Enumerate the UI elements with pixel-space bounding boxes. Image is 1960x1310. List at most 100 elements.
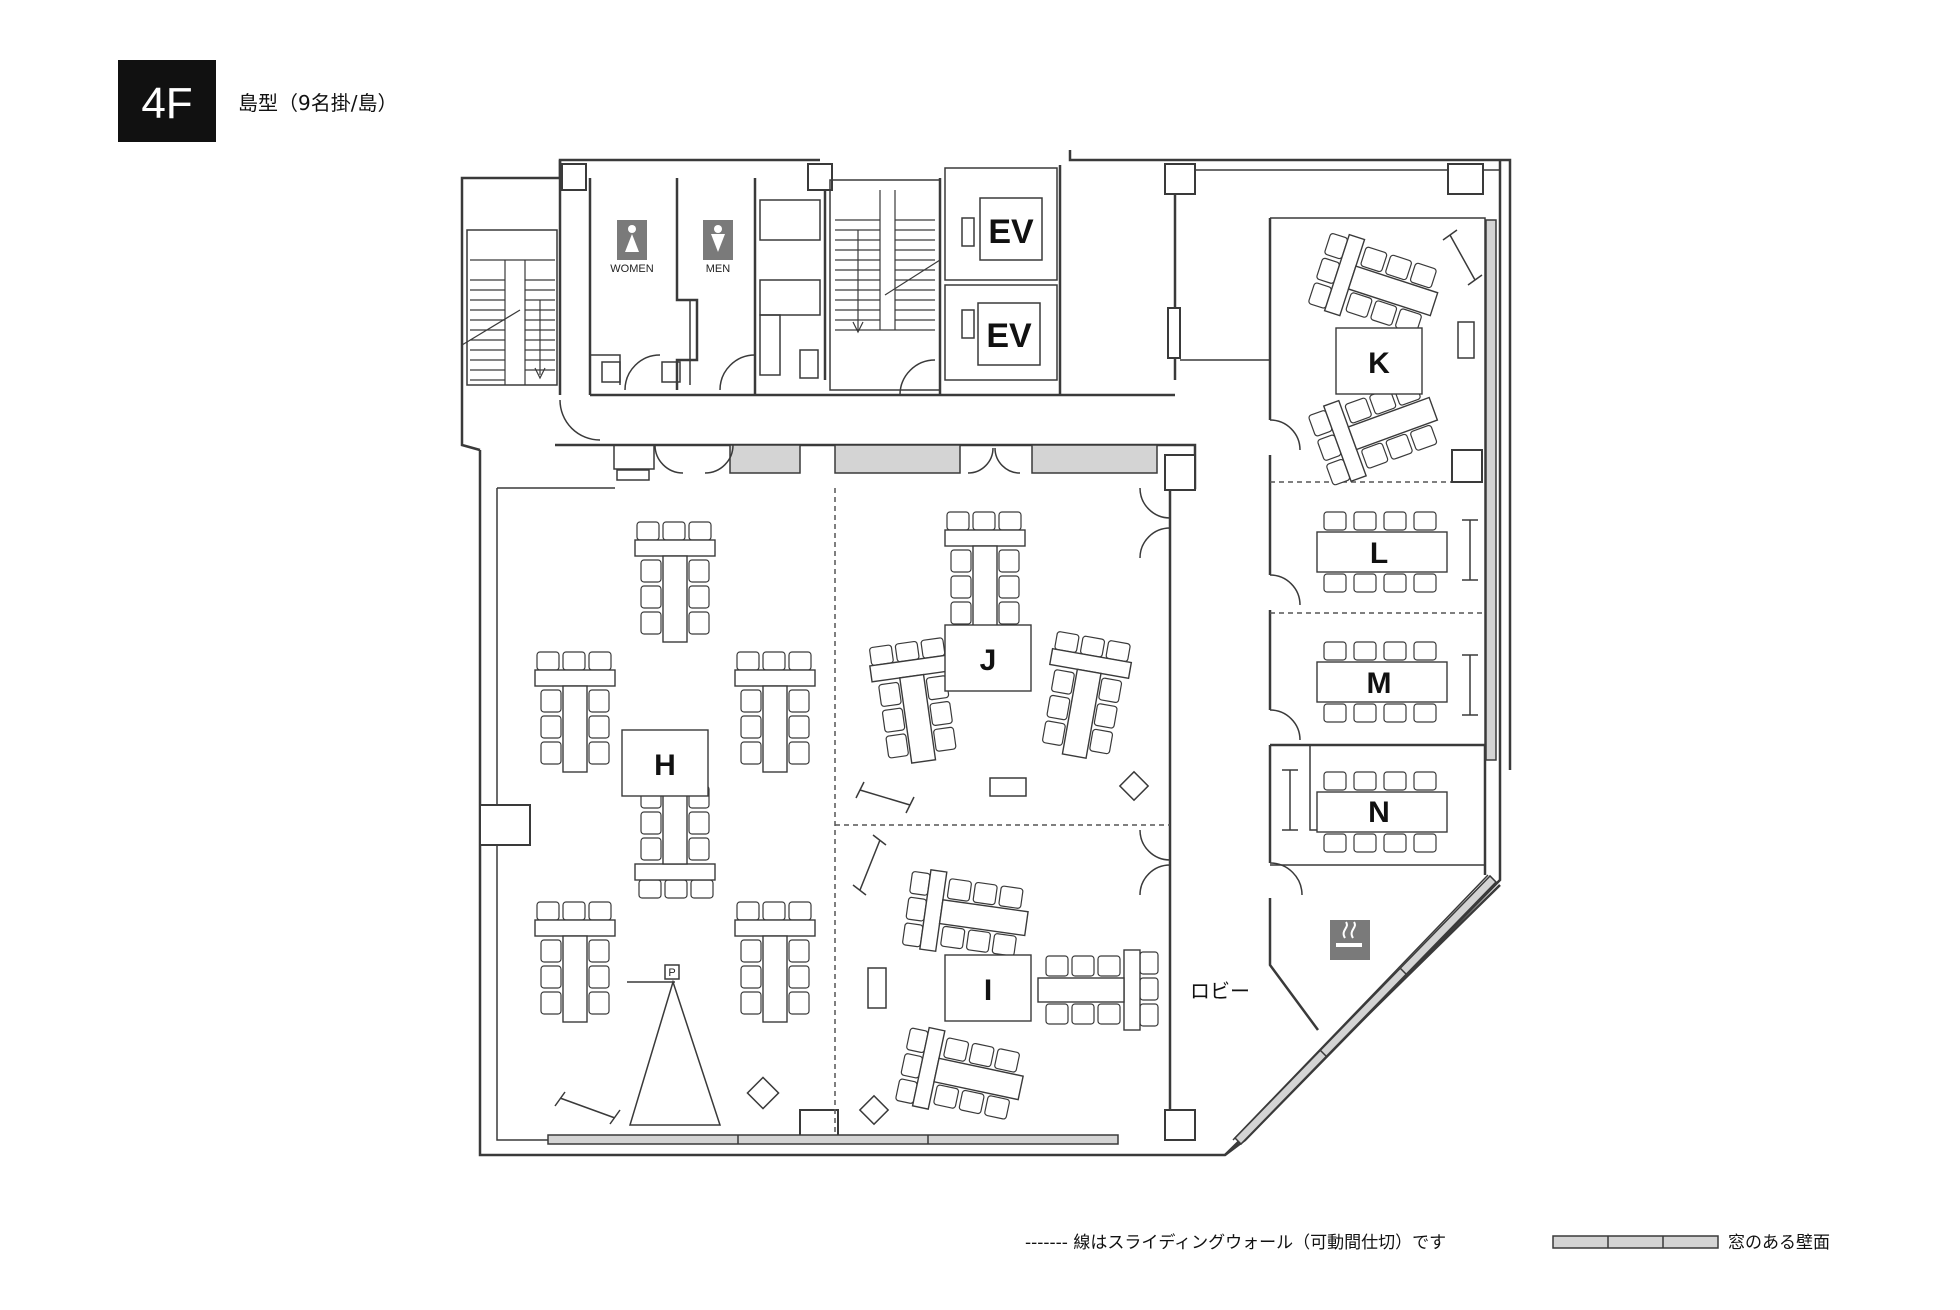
chair bbox=[1051, 669, 1075, 695]
legend: ------- 線はスライディングウォール（可動間仕切）です 窓のある壁面 bbox=[1025, 1232, 1830, 1253]
meeting-table bbox=[1316, 771, 1448, 853]
restrooms: WOMEN MEN bbox=[589, 178, 821, 391]
room-i-doors bbox=[1139, 829, 1171, 896]
chair bbox=[1071, 955, 1095, 977]
chair bbox=[1045, 955, 1069, 977]
chair bbox=[946, 878, 972, 902]
men-restroom-label: MEN bbox=[706, 263, 731, 275]
table-island bbox=[534, 901, 616, 1023]
right-room-doors bbox=[1269, 419, 1303, 896]
chair bbox=[1045, 1003, 1069, 1025]
chair bbox=[950, 549, 972, 573]
table-top bbox=[634, 539, 716, 557]
chair bbox=[736, 651, 760, 671]
chair bbox=[562, 651, 586, 671]
table-island bbox=[944, 511, 1026, 633]
chair bbox=[740, 715, 762, 739]
chair bbox=[788, 651, 812, 671]
chair bbox=[950, 601, 972, 625]
table-stem bbox=[1347, 265, 1439, 317]
chair bbox=[1383, 703, 1407, 723]
chair bbox=[788, 991, 810, 1015]
chair bbox=[998, 511, 1022, 531]
chair bbox=[588, 741, 610, 765]
chair bbox=[1323, 833, 1347, 853]
table-island bbox=[895, 1026, 1024, 1120]
chair bbox=[929, 700, 953, 726]
chair bbox=[736, 901, 760, 921]
chair bbox=[998, 549, 1020, 573]
chair bbox=[1360, 246, 1388, 273]
table-surface bbox=[1316, 661, 1448, 703]
window-wall-swatch bbox=[1552, 1235, 1719, 1249]
chair bbox=[1361, 442, 1389, 469]
chair bbox=[1098, 677, 1123, 703]
table-top bbox=[944, 529, 1026, 547]
chair bbox=[588, 939, 610, 963]
chair bbox=[1353, 703, 1377, 723]
chair bbox=[1353, 641, 1377, 661]
chair bbox=[540, 689, 562, 713]
chair bbox=[562, 901, 586, 921]
chair bbox=[788, 689, 810, 713]
chair bbox=[1071, 1003, 1095, 1025]
chair bbox=[1410, 424, 1438, 451]
chair bbox=[994, 1048, 1020, 1073]
chair bbox=[998, 575, 1020, 599]
table-stem bbox=[662, 555, 688, 643]
chair bbox=[1097, 955, 1121, 977]
table-top bbox=[734, 919, 816, 937]
chair bbox=[762, 901, 786, 921]
chair bbox=[1383, 771, 1407, 791]
table-top bbox=[1123, 949, 1141, 1031]
chair bbox=[688, 559, 710, 583]
chair bbox=[1413, 641, 1437, 661]
chair bbox=[991, 933, 1017, 957]
chair bbox=[1139, 951, 1159, 975]
chair bbox=[640, 811, 662, 835]
chair bbox=[1370, 300, 1398, 326]
elevator-1-label: EV bbox=[988, 213, 1034, 251]
women-restroom-icon bbox=[617, 220, 647, 260]
chair bbox=[933, 1084, 960, 1109]
table-stem bbox=[762, 685, 788, 773]
chair bbox=[740, 965, 762, 989]
chair bbox=[638, 879, 662, 899]
table-surface bbox=[1316, 531, 1448, 573]
chair bbox=[740, 689, 762, 713]
table-island bbox=[534, 651, 616, 773]
room-label-h: H bbox=[654, 749, 676, 782]
chair bbox=[688, 611, 710, 635]
table-top bbox=[634, 863, 716, 881]
chair bbox=[740, 939, 762, 963]
table-island bbox=[734, 901, 816, 1023]
table-stem bbox=[938, 898, 1029, 937]
chair bbox=[1323, 703, 1347, 723]
chair bbox=[1323, 511, 1347, 531]
chair bbox=[640, 837, 662, 861]
table-stem bbox=[1037, 977, 1125, 1003]
chair bbox=[881, 707, 906, 733]
chair bbox=[933, 726, 957, 752]
chair bbox=[688, 585, 710, 609]
chair bbox=[664, 879, 688, 899]
chair bbox=[984, 1095, 1010, 1120]
chair bbox=[1385, 254, 1412, 281]
table-stem bbox=[1061, 668, 1102, 759]
table-stem bbox=[762, 935, 788, 1023]
chair bbox=[536, 651, 560, 671]
room-label-j: J bbox=[980, 644, 997, 677]
chair bbox=[998, 601, 1020, 625]
chair bbox=[1413, 703, 1437, 723]
table-island bbox=[1042, 631, 1133, 759]
table-island bbox=[1037, 949, 1159, 1031]
chair bbox=[1413, 833, 1437, 853]
table-top bbox=[734, 669, 816, 687]
chair bbox=[690, 879, 714, 899]
chair bbox=[1413, 511, 1437, 531]
svg-text:4F: 4F bbox=[141, 79, 192, 128]
chair bbox=[540, 715, 562, 739]
room-label-n: N bbox=[1368, 796, 1390, 829]
men-restroom-icon bbox=[703, 220, 733, 260]
chair bbox=[1353, 511, 1377, 531]
